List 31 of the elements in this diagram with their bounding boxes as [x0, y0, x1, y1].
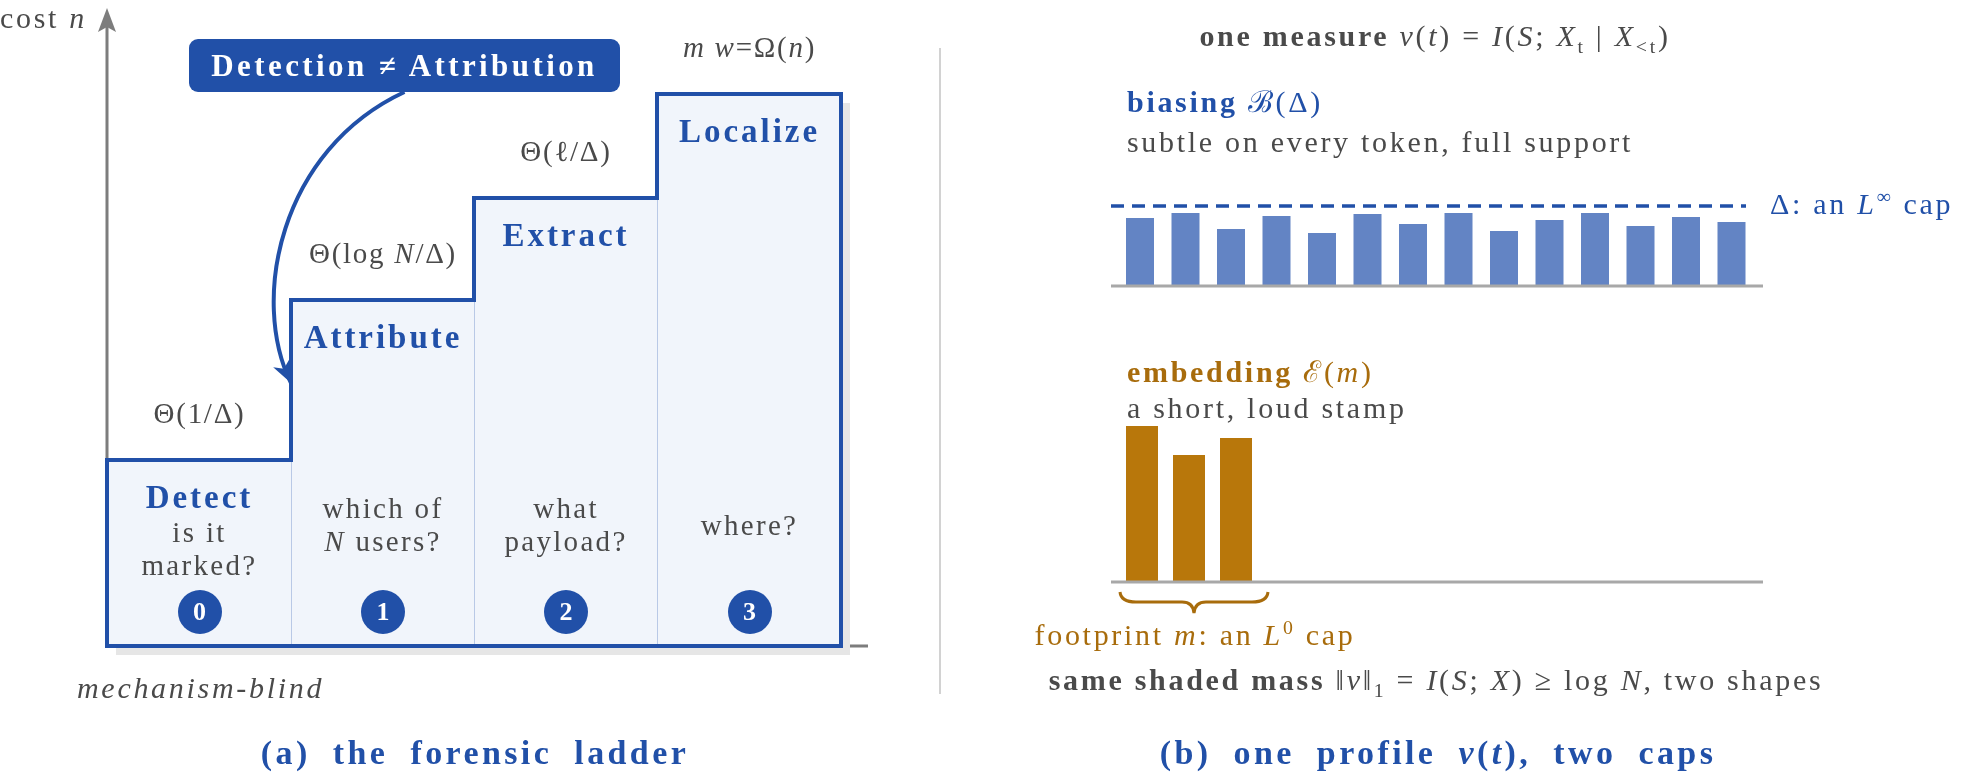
series-title: biasing ℬ(Δ)	[1127, 84, 1323, 120]
callout-box	[189, 39, 620, 92]
series-title: embedding ℰ(m)	[1127, 354, 1374, 390]
number-badge: 2	[544, 590, 588, 634]
number-badge: 1	[361, 590, 405, 634]
number-badge: 3	[727, 590, 772, 634]
subfigure-caption: (b) one profile ν(t), two caps	[1159, 735, 1717, 771]
series-description: subtle on every token, full support	[1127, 124, 1634, 160]
number-badge: 0	[177, 590, 222, 634]
cost-label: m w=Ω(n)	[682, 30, 817, 64]
step-title: Localize	[678, 112, 821, 150]
series-description: a short, loud stamp	[1127, 390, 1407, 426]
curved-arrow	[271, 90, 406, 384]
step-question: which of N users?	[321, 492, 445, 558]
step-title: Detect	[145, 478, 254, 516]
brace-label: footprint m: an L$^{0}$ cap	[1034, 617, 1356, 653]
step-title: Extract	[502, 216, 630, 254]
cost-label: Θ(log N/Δ)	[309, 236, 457, 270]
step-title: Attribute	[303, 318, 463, 356]
cost-label: Θ(1/Δ)	[153, 396, 246, 430]
cost-label: Θ(ℓ/Δ)	[520, 134, 612, 168]
subfigure-caption: (a) the forensic ladder	[260, 735, 690, 771]
axis-note: mechanism-blind	[77, 670, 325, 706]
cap-label: Δ: an L$^{∞}$ cap	[1770, 186, 1954, 222]
step-question: is it marked?	[140, 516, 259, 582]
step-question: what payload?	[503, 492, 629, 558]
step-question: where?	[700, 508, 799, 542]
callout-text: Detection ≠ Attribution	[211, 47, 598, 84]
summary-note: same shaded mass ‖ν‖$_{1}$ = I(S; X) ≥ log N, two shapes	[1048, 662, 1824, 698]
axis-label: cost n	[0, 0, 88, 36]
formula-heading: one measure ν(t) = I(S; X$_{t}$ | X$_{<t}$)	[1199, 18, 1671, 54]
